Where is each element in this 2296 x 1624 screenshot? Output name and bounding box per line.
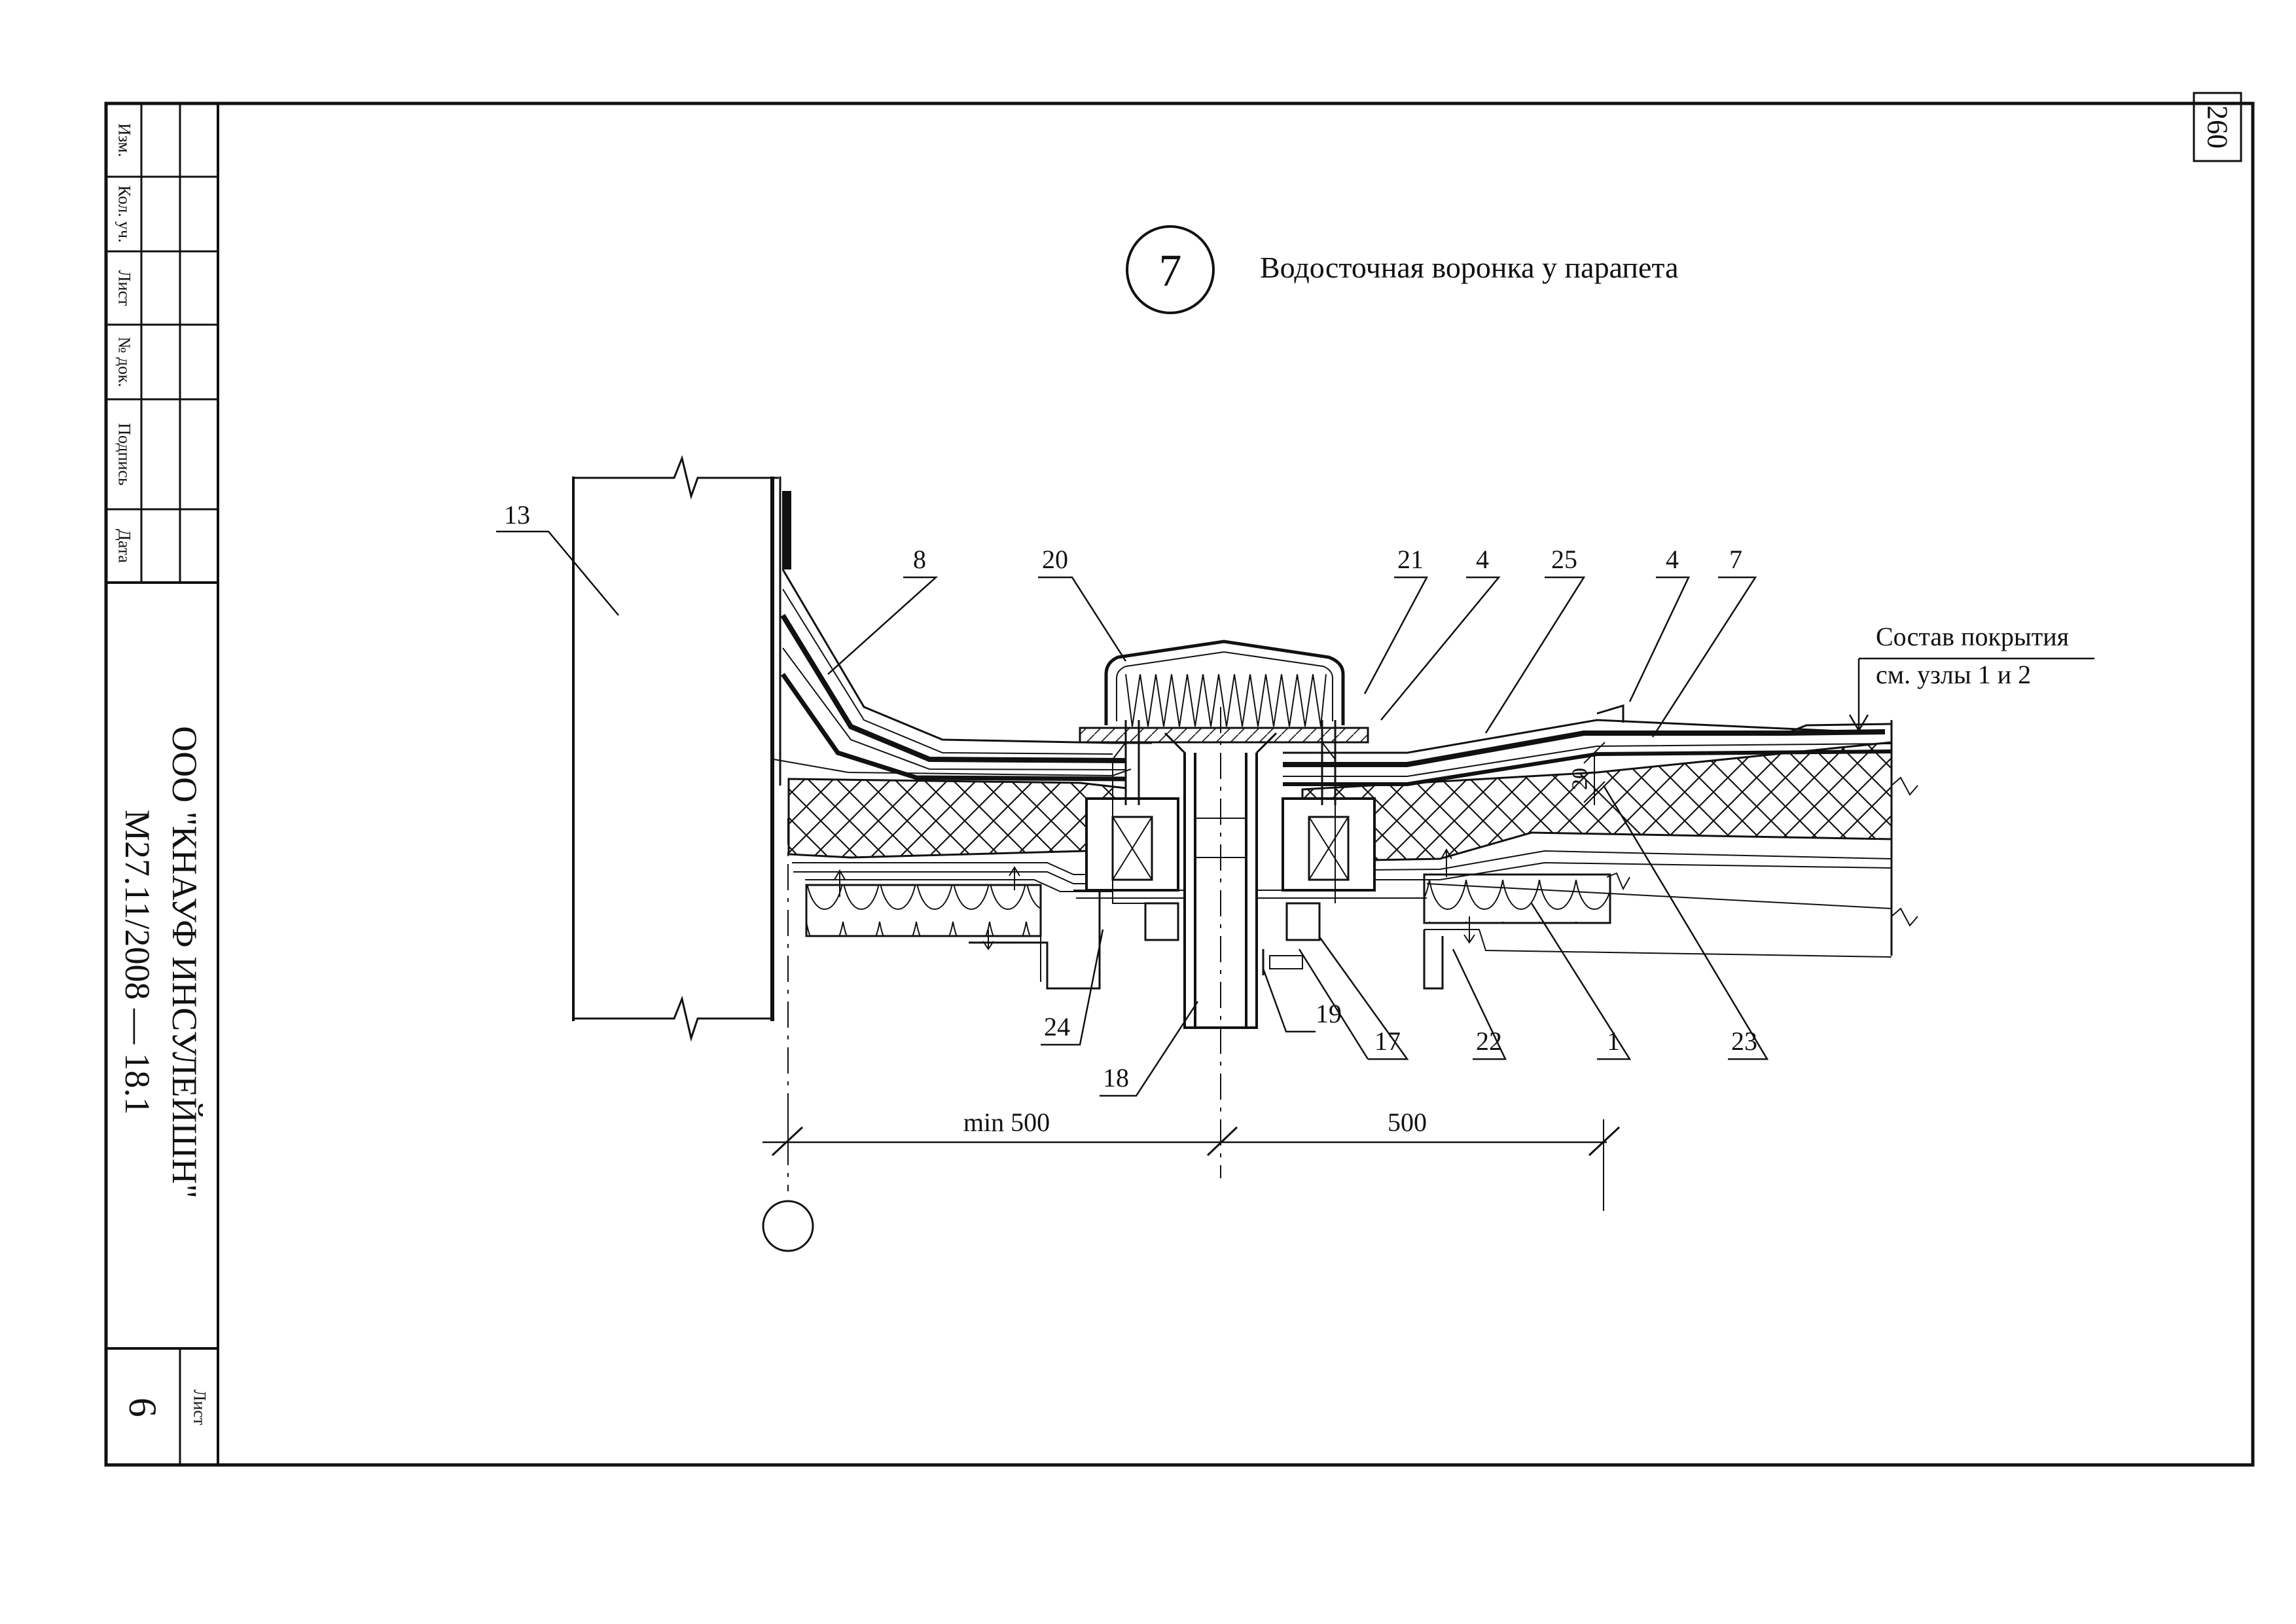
callout-24: 24 — [1044, 1012, 1070, 1041]
stamp-header-izm: Изм. — [115, 123, 134, 157]
callout-19: 19 — [1316, 999, 1342, 1028]
detail-title: Водосточная воронка у парапета — [1260, 251, 1679, 284]
callout-4b: 4 — [1666, 545, 1679, 574]
stamp-sheet-label: Лист — [190, 1390, 209, 1425]
stamp-header-kol-uch: Кол. уч. — [115, 185, 134, 242]
callout-25: 25 — [1551, 545, 1577, 574]
dimension-min-500: min 500 — [963, 1108, 1050, 1137]
callout-13: 13 — [504, 500, 530, 530]
detail-number-circle — [1126, 225, 1215, 314]
stamp-sheet-value: 6 — [121, 1398, 164, 1417]
roof-drain-funnel — [1073, 640, 1427, 1029]
stamp-header-list: Лист — [115, 270, 134, 306]
thickness-label: 20 — [1568, 768, 1592, 790]
callout-23: 23 — [1731, 1026, 1757, 1056]
sheet-number: 260 — [2202, 105, 2234, 149]
callout-1: 1 — [1607, 1026, 1620, 1056]
callout-7: 7 — [1729, 545, 1742, 574]
parapet-wall — [572, 455, 791, 1042]
dimension-lines — [762, 1119, 1621, 1211]
dimension-500: 500 — [1388, 1108, 1427, 1137]
callout-18: 18 — [1103, 1063, 1129, 1092]
callout-4a: 4 — [1476, 545, 1489, 574]
roof-construction — [773, 569, 1918, 990]
revision-stamp — [106, 103, 218, 1465]
note-line-2: см. узлы 1 и 2 — [1876, 660, 2031, 689]
stamp-header-signature: Подпись — [115, 423, 134, 486]
document-code: М27.11/2008 — 18.1 — [118, 810, 157, 1115]
callout-22: 22 — [1476, 1026, 1502, 1056]
sheet-frame — [104, 92, 2255, 1467]
detail-number: 7 — [1159, 246, 1182, 297]
leader-lines — [496, 530, 1869, 1097]
callout-8: 8 — [913, 545, 926, 574]
axis-marker-circle — [762, 1200, 814, 1252]
stamp-header-doc-no: № док. — [115, 337, 134, 388]
callout-21: 21 — [1397, 545, 1424, 574]
stamp-header-date: Дата — [115, 529, 134, 563]
note-line-1: Состав покрытия — [1876, 622, 2069, 651]
callout-20: 20 — [1042, 545, 1068, 574]
company-name: ООО "КНАУФ ИНСУЛЕЙШН" — [165, 726, 204, 1199]
callout-17: 17 — [1374, 1026, 1401, 1056]
